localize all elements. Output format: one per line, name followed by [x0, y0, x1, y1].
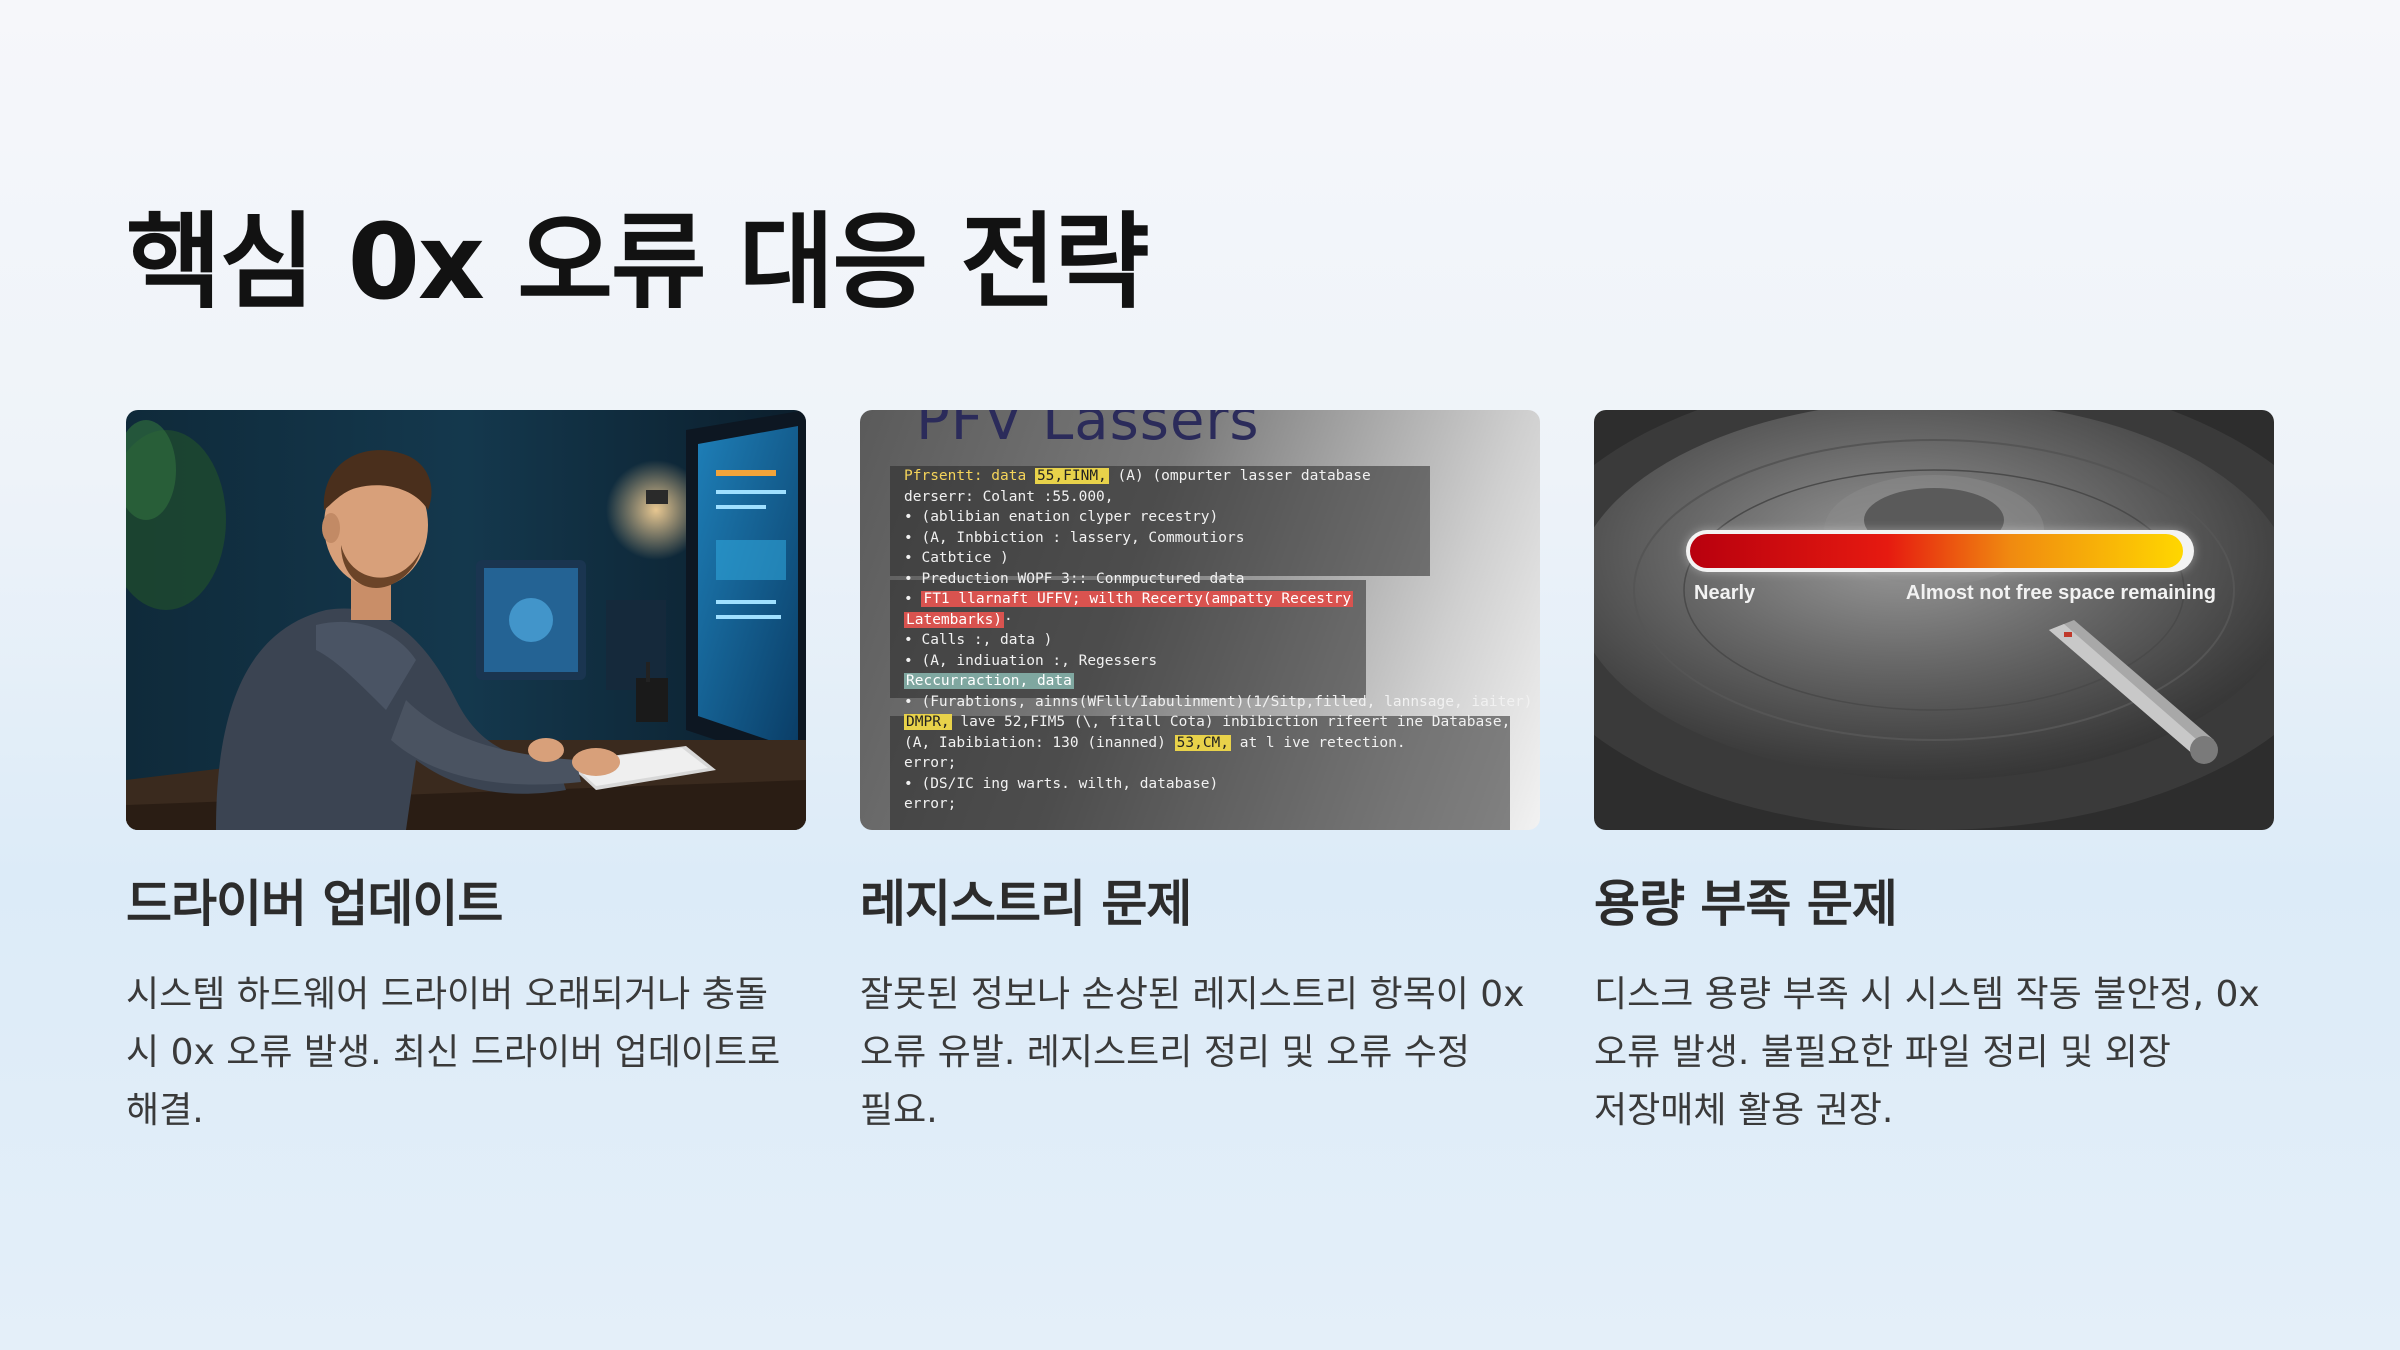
code-highlight: 55,FINM, — [1034, 468, 1109, 484]
card-title: 드라이버 업데이트 — [126, 875, 503, 933]
code-line: • (Furabtions, ainns(WFlll/Iabulinment)(… — [890, 692, 1533, 713]
code-panel — [890, 466, 1430, 576]
card-disk-space: Nearly Almost not free space remaining 용… — [1594, 410, 2274, 1140]
code-text: • (DS/IC ing warts. wilth, database) — [904, 775, 1219, 792]
code-text: • (A, indiuation :, Regessers — [904, 652, 1158, 669]
card-title: 레지스트리 문제 — [860, 875, 1192, 933]
code-text: • Calls :, data ) — [904, 632, 1053, 648]
code-highlight: FT1 llarnaft UFFV; wilth Recerty(ampatty… — [921, 591, 1354, 607]
hard-disk-photo: Nearly Almost not free space remaining — [1594, 410, 2274, 830]
code-text: at l ive retection. — [1231, 734, 1406, 751]
code-line: Reccurraction, data — [890, 671, 1510, 692]
progress-right-label: Almost not free space remaining — [1905, 582, 2216, 604]
code-text: · — [1004, 611, 1013, 628]
progress-left-label: Nearly — [1694, 582, 1756, 604]
code-line: • Preduction WOPF 3:: Conmpuctured data — [890, 569, 1510, 590]
code-line: • (DS/IC ing warts. wilth, database) — [890, 774, 1510, 795]
code-highlight: DMPR, — [904, 714, 952, 730]
code-line: derserr: Colant :55.000, — [890, 487, 1510, 508]
code-text: • Preduction WOPF 3:: Conmpuctured data — [904, 570, 1245, 587]
code-text: • (Furabtions, ainns(WFlll/Iabulinment)(… — [904, 693, 1533, 710]
developer-at-computer-illustration — [126, 410, 806, 830]
strategy-cards: 드라이버 업데이트 시스템 하드웨어 드라이버 오래되거나 충돌 시 0x 오류… — [126, 410, 2274, 1140]
code-line: error; — [890, 794, 1510, 815]
code-text: • (ablibian enation clyper recestry) — [904, 509, 1219, 525]
code-text: derserr: Colant :55.000, — [904, 488, 1114, 505]
code-line: • (A, indiuation :, Regessers — [890, 651, 1510, 672]
code-highlight: Reccurraction, data — [904, 673, 1074, 689]
registry-code-screenshot: PFV Lassers Pfrsentt: data 55,FINM, (A) … — [860, 410, 1540, 830]
card-title: 용량 부족 문제 — [1594, 875, 1898, 933]
disk-usage-fill — [1690, 534, 2183, 568]
card-description: 잘못된 정보나 손상된 레지스트리 항목이 0x 오류 유발. 레지스트리 정리… — [860, 974, 1525, 1131]
code-highlight: Latembarks) — [904, 611, 1005, 628]
code-line: • (ablibian enation clyper recestry) — [890, 507, 1510, 528]
code-text: error; — [904, 755, 957, 771]
developer-photo — [126, 410, 806, 830]
code-line: • Catbtice ) — [890, 548, 1510, 569]
card-driver-update: 드라이버 업데이트 시스템 하드웨어 드라이버 오래되거나 충돌 시 0x 오류… — [126, 410, 806, 1140]
code-line: • Calls :, data ) — [890, 630, 1510, 651]
code-header-text: PFV Lassers — [916, 410, 1260, 453]
code-line: • (A, Inbbiction : lassery, Commoutiors — [890, 528, 1510, 549]
card-description: 시스템 하드웨어 드라이버 오래되거나 충돌 시 0x 오류 발생. 최신 드라… — [126, 974, 781, 1131]
card-registry-issue: PFV Lassers Pfrsentt: data 55,FINM, (A) … — [860, 410, 1540, 1140]
code-line: error; — [890, 753, 1510, 774]
code-text: (A) (ompurter lasser database — [1108, 468, 1371, 484]
code-line: DMPR, lave 52,FIM5 (\, fitall Cota) inbi… — [890, 712, 1510, 733]
code-highlight: 53,CM, — [1174, 734, 1232, 751]
code-text: (A, Iabibiation: 130 (inanned) — [904, 734, 1175, 751]
code-text: lave 52,FIM5 (\, fitall Cota) inbibictio… — [951, 714, 1511, 730]
disk-usage-progress-bar — [1686, 530, 2194, 572]
card-description: 디스크 용량 부족 시 시스템 작동 불안정, 0x 오류 발생. 불필요한 파… — [1594, 974, 2260, 1131]
code-lines: Pfrsentt: data 55,FINM, (A) (ompurter la… — [890, 466, 1533, 830]
code-text: error; — [904, 796, 957, 812]
code-text: • Catbtice ) — [904, 550, 1009, 566]
slide-title: 핵심 0x 오류 대응 전략 — [126, 201, 1150, 323]
code-line: • FT1 llarnaft UFFV; wilth Recerty(ampat… — [890, 589, 1510, 610]
code-line: Latembarks)· — [890, 610, 1510, 631]
code-text: • — [904, 591, 922, 607]
hard-disk-illustration — [1594, 410, 2274, 830]
code-line: Pfrsentt: data 55,FINM, (A) (ompurter la… — [890, 466, 1510, 487]
code-text: • (A, Inbbiction : lassery, Commoutiors — [904, 529, 1245, 546]
code-line: (A, Iabibiation: 130 (inanned) 53,CM, at… — [890, 733, 1510, 754]
code-text: Pfrsentt: data — [904, 468, 1035, 484]
